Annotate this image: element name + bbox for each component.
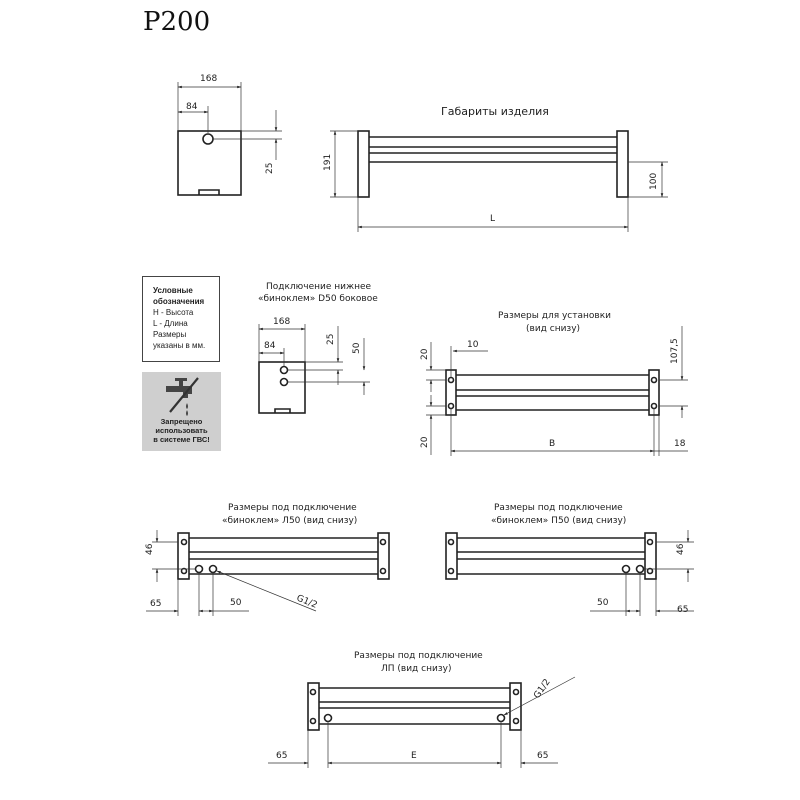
lp-connection-view: Размеры под подключение ЛП (вид снизу) G… xyxy=(268,651,576,768)
dim-p50-height: 46 xyxy=(676,543,686,555)
p50-connection-view: Размеры под подключение «биноклем» П50 (… xyxy=(445,503,694,616)
warning-line-1: Запрещено xyxy=(160,417,203,426)
dim-lp-center: E xyxy=(411,751,417,761)
label-install-1: Размеры для установки xyxy=(498,311,611,321)
warning-line-2: использовать xyxy=(155,426,208,435)
legend-item: H - Высота xyxy=(153,308,194,317)
dim-side2-spacing: 50 xyxy=(352,342,362,354)
dim-side2-offset: 25 xyxy=(326,334,336,345)
legend-box: Условные обозначения H - Высота L - Длин… xyxy=(142,276,220,362)
dim-side-mount: 100 xyxy=(649,173,659,190)
side-view: Габариты изделия 191 100 L xyxy=(323,105,668,232)
dim-length: L xyxy=(490,214,495,224)
dim-l50-spacing: 50 xyxy=(230,598,242,608)
dim-p50-spacing: 50 xyxy=(597,598,609,608)
dim-inst-edge: 18 xyxy=(674,439,686,449)
dim-side-height: 191 xyxy=(323,154,333,171)
warning-box: Запрещено использовать в системе ГВС! xyxy=(142,372,221,451)
legend-item: L - Длина xyxy=(153,319,188,328)
dim-inst-bottom: 20 xyxy=(420,436,430,448)
dim-side2-width: 168 xyxy=(273,317,290,327)
no-tap-icon xyxy=(166,377,199,416)
label-left-conn-2: «биноклем» Л50 (вид снизу) xyxy=(222,516,357,526)
legend-item: Размеры xyxy=(153,330,187,339)
legend-title-2: обозначения xyxy=(153,297,205,306)
dim-inst-top: 20 xyxy=(420,348,430,360)
dim-l50-height: 46 xyxy=(145,543,155,555)
label-gabarity: Габариты изделия xyxy=(441,105,549,118)
warning-line-3: в системе ГВС! xyxy=(153,435,210,444)
dim-lp-left: 65 xyxy=(276,751,287,761)
label-lp-2: ЛП (вид снизу) xyxy=(381,664,451,674)
legend-title-1: Условные xyxy=(153,286,193,295)
dim-side2-half: 84 xyxy=(264,341,276,351)
dim-inst-length: B xyxy=(549,439,555,449)
dim-front-offset: 25 xyxy=(265,163,275,174)
product-title: P200 xyxy=(143,7,210,37)
dim-inst-bolt: 10 xyxy=(467,340,479,350)
dim-p50-edge: 65 xyxy=(677,605,688,615)
dim-lp-right: 65 xyxy=(537,751,548,761)
label-right-conn-1: Размеры под подключение xyxy=(494,503,623,513)
label-bottom-side-2: «биноклем» D50 боковое xyxy=(258,294,378,304)
dim-inst-height: 107,5 xyxy=(670,338,680,364)
label-install-2: (вид снизу) xyxy=(526,324,580,334)
dim-front-width: 168 xyxy=(200,74,217,84)
label-lp-1: Размеры под подключение xyxy=(354,651,483,661)
label-bottom-side-1: Подключение нижнее xyxy=(266,282,372,292)
dim-lp-thread: G1/2 xyxy=(532,677,553,700)
dim-front-half: 84 xyxy=(186,102,198,112)
label-left-conn-1: Размеры под подключение xyxy=(228,503,357,513)
dim-l50-edge: 65 xyxy=(150,599,161,609)
legend-item: указаны в мм. xyxy=(153,341,206,350)
install-view: Размеры для установки (вид снизу) 20 10 … xyxy=(420,311,688,456)
label-right-conn-2: «биноклем» П50 (вид снизу) xyxy=(491,516,626,526)
dim-l50-thread: G1/2 xyxy=(295,594,319,611)
l50-connection-view: Размеры под подключение «биноклем» Л50 (… xyxy=(145,503,390,616)
front-view: 168 84 25 xyxy=(177,74,282,196)
bottom-side-connection-view: Подключение нижнее «биноклем» D50 боково… xyxy=(258,282,378,414)
